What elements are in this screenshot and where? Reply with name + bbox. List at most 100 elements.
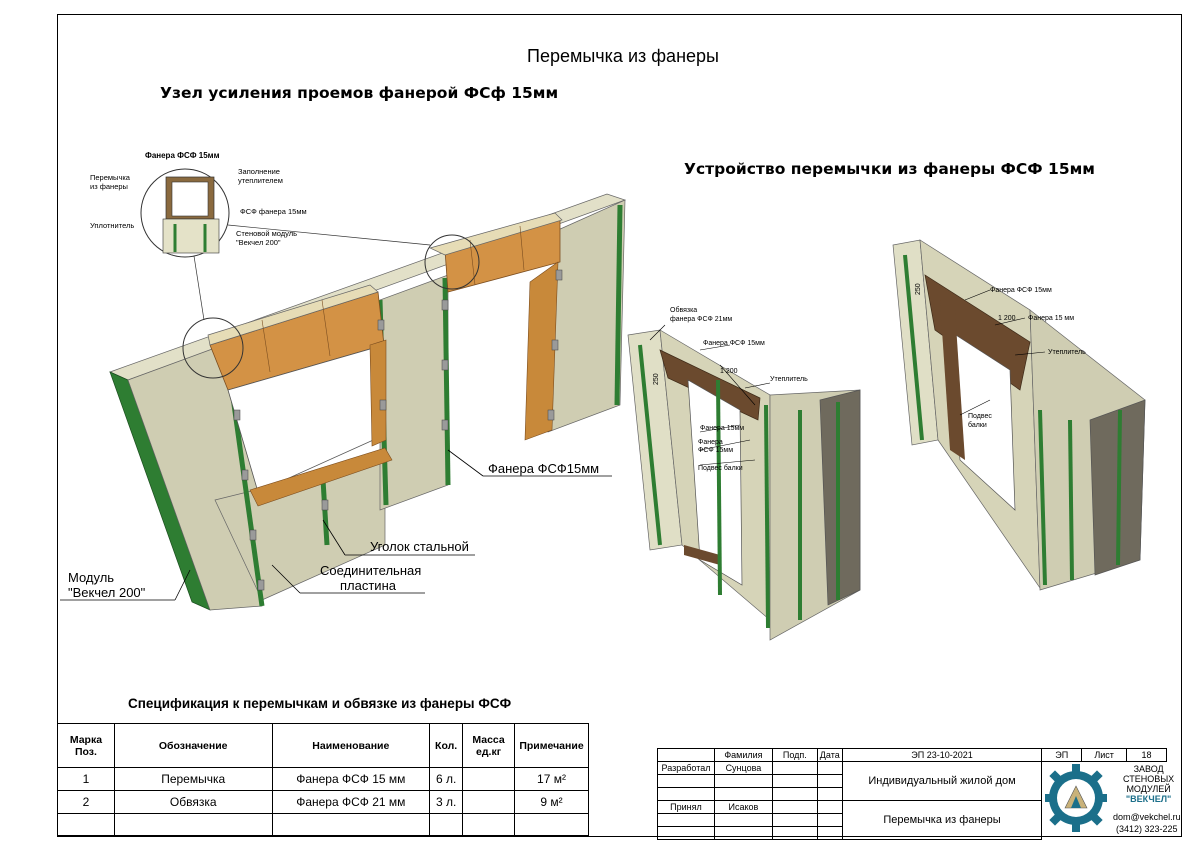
leader-line <box>447 449 484 477</box>
mid-dim-h: 250 <box>653 373 660 385</box>
company-line: МОДУЛЕЙ <box>1126 784 1171 794</box>
gear-logo-icon <box>1045 764 1107 832</box>
green-post <box>229 389 265 607</box>
spec-header: Масса ед.кг <box>462 723 515 768</box>
stamp-name: Сунцова <box>713 761 773 775</box>
stamp-sheet-no: 18 <box>1126 748 1167 762</box>
detail-circle <box>424 234 480 290</box>
stamp-col-sign: Подп. <box>771 748 818 762</box>
right-lintel <box>924 274 1031 391</box>
spec-cell: 1 <box>57 767 115 791</box>
spec-cell: 3 л. <box>429 790 464 814</box>
spec-header: Обозначение <box>113 723 273 768</box>
green-post <box>320 479 330 546</box>
stamp-code: ЭП 23-10-2021 <box>841 748 1043 762</box>
title-block: Фамилия Подп. Дата ЭП 23-10-2021 ЭП Лист… <box>657 748 1167 840</box>
callout-plate-1: Соединительная <box>320 563 421 578</box>
detail-label-module-2: "Векчел 200" <box>236 238 281 247</box>
detail-label-insul-2: утеплителем <box>238 176 283 185</box>
detail-title: Фанера ФСФ 15мм <box>145 151 220 160</box>
callout-module-2: "Векчел 200" <box>68 585 146 600</box>
detail-label-module-1: Стеновой модуль <box>236 229 297 238</box>
lintel-seam <box>261 319 271 373</box>
company-phone: (3412) 323-225 <box>1116 824 1178 834</box>
callout-module-1: Модуль <box>68 570 114 585</box>
right-ply15: Фанера ФСФ 15мм <box>990 287 1052 294</box>
callout-steel-angle: Уголок стальной <box>370 539 469 554</box>
callout-plywood: Фанера ФСФ15мм <box>488 461 599 476</box>
spec-cell: Перемычка <box>113 767 273 791</box>
company-name: ЗАВОД СТЕНОВЫХ МОДУЛЕЙ "ВЕКЧЕЛ" <box>1123 764 1174 804</box>
spec-cell <box>462 790 515 814</box>
spec-cell: 17 м² <box>514 767 589 791</box>
company-line: ЗАВОД <box>1133 764 1164 774</box>
leader-line <box>271 564 301 594</box>
stamp-name: Исаков <box>713 800 773 814</box>
detail-insulation <box>171 181 209 217</box>
green-post <box>614 204 623 406</box>
mid-insul: Утеплитель <box>770 376 808 383</box>
detail-label-insul-1: Заполнение <box>238 167 280 176</box>
mid-dim-len: 1 200 <box>720 368 738 375</box>
right-hanger-2: балки <box>968 421 987 429</box>
window-sill <box>249 447 393 507</box>
spec-cell: Фанера ФСФ 15 мм <box>271 767 431 791</box>
leader-line <box>322 519 346 556</box>
sheet-title: Перемычка из фанеры <box>527 46 719 66</box>
mid-hanger: Подвес балки <box>698 464 743 472</box>
spec-cell <box>462 767 515 791</box>
spec-header: Кол. <box>429 723 464 768</box>
spec-header-row: Марка Поз. Обозначение Наименование Кол.… <box>57 723 589 768</box>
company-line: СТЕНОВЫХ <box>1123 774 1175 784</box>
connecting-plates <box>233 269 563 591</box>
spec-cell: Обвязка <box>113 790 273 814</box>
leader-line <box>193 255 205 321</box>
spec-cell: 2 <box>57 790 115 814</box>
stamp-col-date: Дата <box>816 748 843 762</box>
mid-green-posts <box>638 344 840 629</box>
table-row: 2 Обвязка Фанера ФСФ 21 мм 3 л. 9 м² <box>57 790 589 814</box>
company-email: dom@vekchel.ru <box>1113 812 1181 822</box>
mid-strap-2: фанера ФСФ 21мм <box>670 316 732 323</box>
mid-leaders <box>649 324 771 466</box>
spec-cell: 9 м² <box>514 790 589 814</box>
sheet-frame <box>57 14 1182 837</box>
detail-label-lintel-2: из фанеры <box>90 182 128 191</box>
mid-ply-fsf-1: Фанера <box>698 439 723 446</box>
right-dim-len: 1 200 <box>998 315 1016 322</box>
right-dim-h: 250 <box>915 283 922 295</box>
middle-wall-illustration: Обвязка фанера ФСФ 21мм Фанера ФСФ 15мм … <box>627 306 861 641</box>
stamp-col-surname: Фамилия <box>713 748 773 762</box>
spec-cell: 6 л. <box>429 767 464 791</box>
mid-door-opening <box>687 379 743 586</box>
spec-header: Наименование <box>271 723 431 768</box>
company-brand: "ВЕКЧЕЛ" <box>1125 794 1172 804</box>
mid-ply15: Фанера ФСФ 15мм <box>703 340 765 347</box>
right-heading: Устройство перемычки из фанеры ФСФ 15мм <box>684 160 1095 178</box>
lintel-seam <box>519 225 525 271</box>
spec-table: Марка Поз. Обозначение Наименование Кол.… <box>57 723 589 836</box>
spec-cell: Фанера ФСФ 21 мм <box>271 790 431 814</box>
right-insul: Утеплитель <box>1048 349 1086 356</box>
stamp-sheet-label: Лист <box>1081 748 1128 762</box>
green-post <box>442 277 451 486</box>
right-wall-illustration: Фанера ФСФ 15мм 1 200 250 Фанера 15 мм У… <box>892 239 1146 591</box>
mid-sill <box>684 545 720 565</box>
window-jamb <box>369 339 387 447</box>
stamp-stage: ЭП <box>1041 748 1083 762</box>
right-green-posts <box>903 254 1122 586</box>
spec-title: Спецификация к перемычкам и обвязке из ф… <box>128 696 512 711</box>
door-jamb <box>524 261 559 441</box>
mid-ply15b: Фанера 15мм <box>700 425 744 432</box>
detail-circle <box>182 317 244 379</box>
stamp-project: Индивидуальный жилой дом <box>841 761 1043 801</box>
left-heading: Узел усиления проемов фанерой ФСф 15мм <box>160 84 559 102</box>
right-ply15b: Фанера 15 мм <box>1028 315 1074 322</box>
detail-label-lintel-1: Перемычка <box>90 173 131 182</box>
stamp-role: Разработал <box>657 761 715 775</box>
mid-lintel <box>659 349 761 421</box>
table-row <box>57 813 589 836</box>
stamp-role: Принял <box>657 800 715 814</box>
door-lintel-top <box>428 212 563 256</box>
